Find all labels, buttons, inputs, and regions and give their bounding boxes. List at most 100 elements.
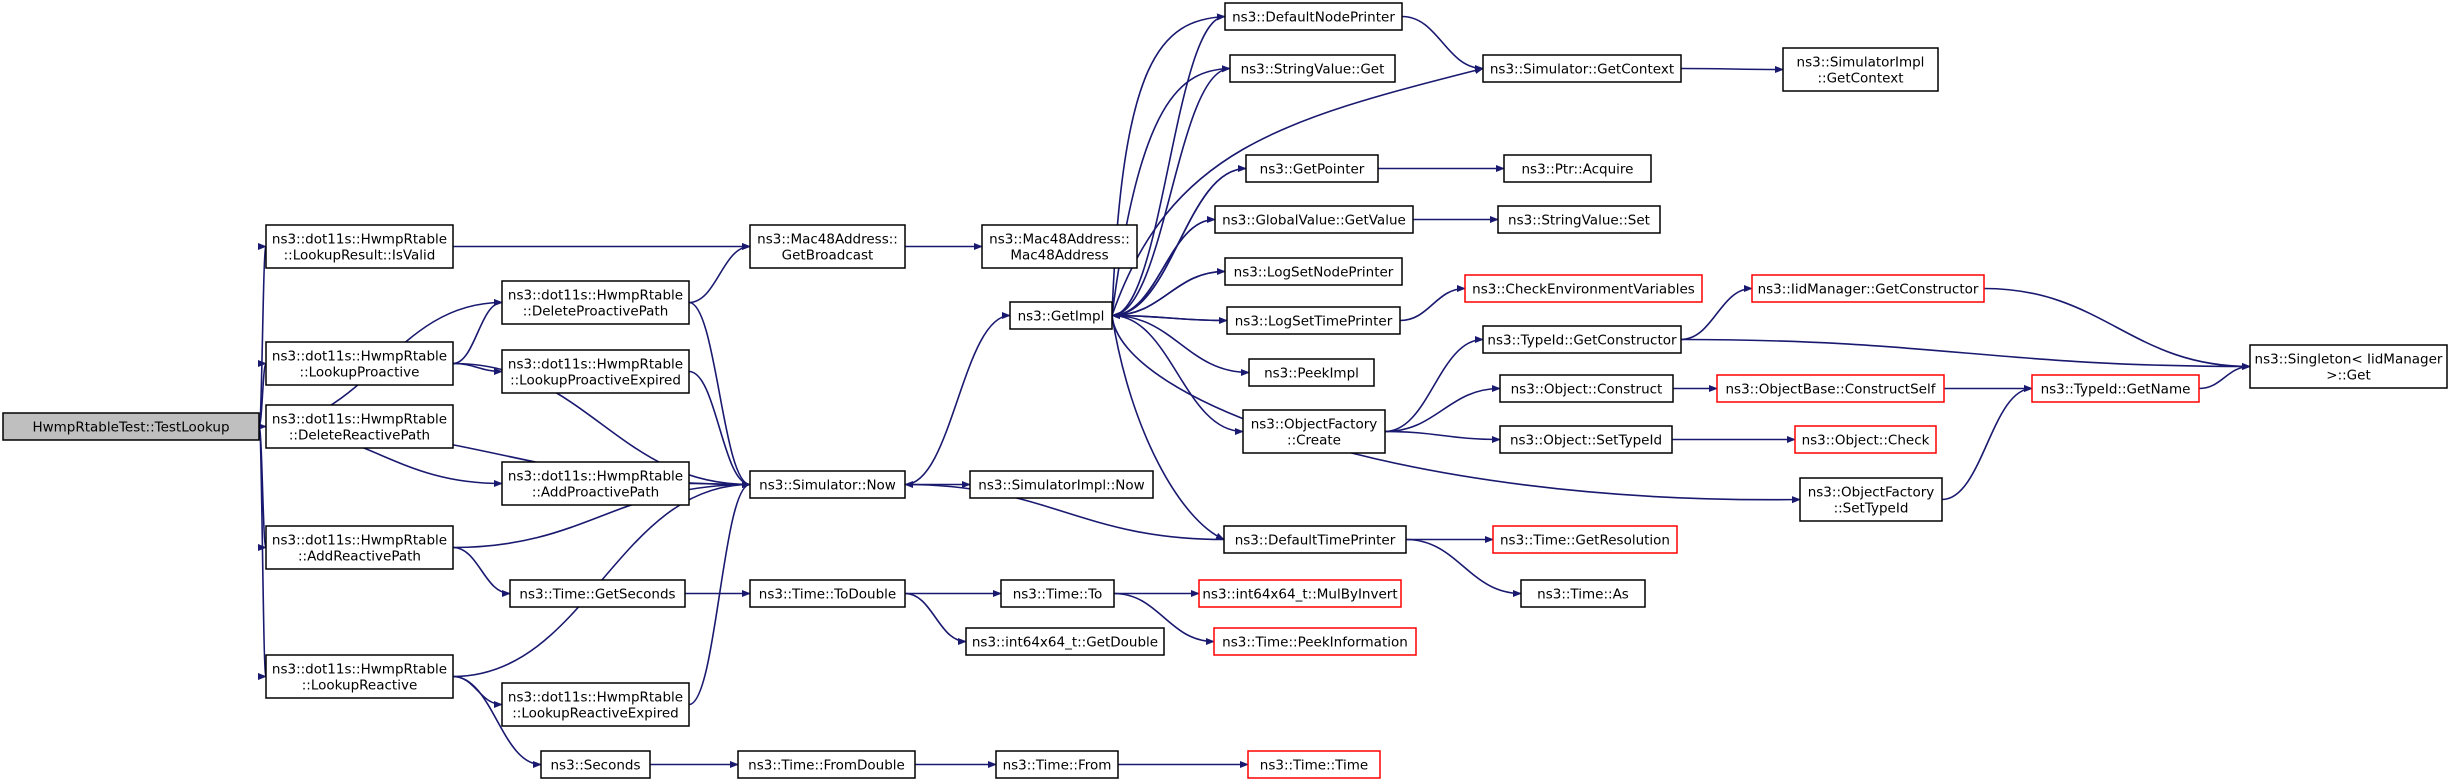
- edge-lookupproactiveexpired-now: [688, 370, 751, 489]
- node-box: [1000, 579, 1115, 608]
- node-getresolution[interactable]: ns3::Time::GetResolution: [1492, 525, 1678, 554]
- node-box: [501, 349, 690, 394]
- node-label: ns3::dot11s::HwmpRtable: [508, 357, 683, 373]
- node-defaulttimeprinter[interactable]: ns3::DefaultTimePrinter: [1223, 525, 1407, 554]
- node-typeidgetconstructor[interactable]: ns3::TypeId::GetConstructor: [1482, 325, 1682, 354]
- node-objectcheck[interactable]: ns3::Object::Check: [1794, 425, 1937, 454]
- node-box: [1499, 425, 1673, 454]
- edge-typeidgetname-singletonget: [2198, 362, 2251, 390]
- edge-defaultnodeprinter-getimpl: [1111, 15, 1226, 320]
- node-box: [501, 280, 690, 325]
- node-simimplgetcontext[interactable]: ns3::SimulatorImpl::GetContext: [1782, 47, 1939, 92]
- edge-logsettimeprinter-checkenv: [1399, 284, 1466, 322]
- node-getbroadcast[interactable]: ns3::Mac48Address::GetBroadcast: [749, 224, 906, 269]
- edge-simgetcontext-simimplgetcontext: [1680, 65, 1784, 74]
- node-objectfactorysettypeid[interactable]: ns3::ObjectFactory::SetTypeId: [1799, 477, 1943, 522]
- node-label: ns3::Object::Construct: [1511, 382, 1663, 398]
- node-stringvalueset[interactable]: ns3::StringValue::Set: [1497, 205, 1661, 234]
- edge-defaulttimeprinter-timeas: [1405, 538, 1522, 598]
- node-stringvalueget[interactable]: ns3::StringValue::Get: [1229, 54, 1396, 83]
- edge-lookupproactive-deleteproactive: [452, 298, 503, 365]
- node-getdouble[interactable]: ns3::int64x64_t::GetDouble: [965, 627, 1165, 656]
- node-box: [1482, 54, 1682, 83]
- node-box: [969, 470, 1154, 499]
- edge-typeidgetconstructor-iidgetconstructor: [1680, 284, 1753, 341]
- node-simimplnow[interactable]: ns3::SimulatorImpl::Now: [969, 470, 1154, 499]
- node-mulbyinvert[interactable]: ns3::int64x64_t::MulByInvert: [1198, 579, 1402, 608]
- node-box: [995, 750, 1119, 779]
- node-label: ns3::Simulator::Now: [759, 478, 896, 494]
- node-box: [1794, 425, 1937, 454]
- node-peekinformation[interactable]: ns3::Time::PeekInformation: [1213, 627, 1417, 656]
- node-label: ns3::LogSetNodePrinter: [1234, 265, 1394, 281]
- node-box: [749, 579, 906, 608]
- node-objectconstruct[interactable]: ns3::Object::Construct: [1499, 374, 1674, 403]
- node-label: ns3::Time::As: [1537, 587, 1629, 603]
- node-label: ::DeleteProactivePath: [523, 304, 669, 320]
- node-lookupproactiveexpired[interactable]: ns3::dot11s::HwmpRtable::LookupProactive…: [501, 349, 690, 394]
- node-box: [1503, 154, 1652, 183]
- node-lookupreactiveexpired[interactable]: ns3::dot11s::HwmpRtable::LookupReactiveE…: [501, 682, 690, 727]
- node-seconds[interactable]: ns3::Seconds: [540, 750, 651, 779]
- node-label: ns3::dot11s::HwmpRtable: [272, 412, 447, 428]
- node-timefrom[interactable]: ns3::Time::From: [995, 750, 1119, 779]
- node-deletereactive[interactable]: ns3::dot11s::HwmpRtable::DeleteReactiveP…: [265, 404, 454, 449]
- node-label: ns3::int64x64_t::MulByInvert: [1202, 587, 1397, 603]
- node-globalvalueget[interactable]: ns3::GlobalValue::GetValue: [1214, 205, 1414, 234]
- node-iidgetconstructor[interactable]: ns3::IidManager::GetConstructor: [1751, 274, 1985, 303]
- node-label: ns3::Time::ToDouble: [759, 587, 896, 603]
- edge-getimpl-objectfactorycreate: [1111, 314, 1244, 436]
- node-now[interactable]: ns3::Simulator::Now: [749, 470, 906, 499]
- node-box: [981, 224, 1138, 269]
- node-fromdouble[interactable]: ns3::Time::FromDouble: [737, 750, 916, 779]
- node-objectfactorycreate[interactable]: ns3::ObjectFactory::Create: [1242, 409, 1386, 454]
- node-label: ns3::DefaultNodePrinter: [1232, 10, 1395, 26]
- node-logsettimeprinter[interactable]: ns3::LogSetTimePrinter: [1226, 306, 1401, 335]
- node-mac48address[interactable]: ns3::Mac48Address::Mac48Address: [981, 224, 1138, 269]
- node-deleteproactive[interactable]: ns3::dot11s::HwmpRtable::DeleteProactive…: [501, 280, 690, 325]
- node-checkenv[interactable]: ns3::CheckEnvironmentVariables: [1464, 274, 1703, 303]
- node-defaultnodeprinter[interactable]: ns3::DefaultNodePrinter: [1224, 2, 1403, 31]
- node-typeidgetname[interactable]: ns3::TypeId::GetName: [2031, 374, 2200, 403]
- edge-logsettimeprinter-getimpl: [1111, 311, 1228, 322]
- node-box: [749, 224, 906, 269]
- node-box: [1751, 274, 1985, 303]
- node-label: ns3::Object::Check: [1802, 433, 1930, 449]
- node-label: ns3::Time::PeekInformation: [1222, 635, 1408, 651]
- node-singletonget[interactable]: ns3::Singleton< IidManager >::Get: [2249, 344, 2448, 389]
- edge-objectfactorycreate-objectsettypeid: [1384, 430, 1501, 444]
- node-label: ns3::IidManager::GetConstructor: [1758, 282, 1979, 298]
- node-todouble[interactable]: ns3::Time::ToDouble: [749, 579, 906, 608]
- node-logsetnodeprinter[interactable]: ns3::LogSetNodePrinter: [1224, 257, 1403, 286]
- node-label: ns3::Simulator::GetContext: [1490, 62, 1674, 78]
- node-box: [1247, 750, 1381, 779]
- edge-stringvalueget-getimpl: [1111, 67, 1231, 320]
- node-simgetcontext[interactable]: ns3::Simulator::GetContext: [1482, 54, 1682, 83]
- node-getimpl[interactable]: ns3::GetImpl: [1009, 301, 1113, 330]
- edge-addreactive-now: [452, 480, 751, 549]
- node-ptracquire[interactable]: ns3::Ptr::Acquire: [1503, 154, 1652, 183]
- node-addproactive[interactable]: ns3::dot11s::HwmpRtable::AddProactivePat…: [501, 461, 690, 506]
- edge-getimpl-objectfactorysettypeid: [1111, 315, 1801, 504]
- node-timeas[interactable]: ns3::Time::As: [1520, 579, 1646, 608]
- node-box: [1248, 358, 1375, 387]
- node-label: ::SetTypeId: [1834, 501, 1909, 517]
- node-label: ns3::Time::Time: [1260, 758, 1368, 774]
- node-label: ns3::PeekImpl: [1264, 366, 1359, 382]
- node-objectsettypeid[interactable]: ns3::Object::SetTypeId: [1499, 425, 1673, 454]
- node-isvalid[interactable]: ns3::dot11s::HwmpRtable::LookupResult::I…: [265, 224, 454, 269]
- node-addreactive[interactable]: ns3::dot11s::HwmpRtable::AddReactivePath: [265, 525, 454, 570]
- node-constructself[interactable]: ns3::ObjectBase::ConstructSelf: [1716, 374, 1945, 403]
- node-timeto[interactable]: ns3::Time::To: [1000, 579, 1115, 608]
- node-label: ns3::int64x64_t::GetDouble: [972, 635, 1158, 651]
- node-box: [1799, 477, 1943, 522]
- node-peekimpl[interactable]: ns3::PeekImpl: [1248, 358, 1375, 387]
- node-lookupreactive[interactable]: ns3::dot11s::HwmpRtable::LookupReactive: [265, 654, 454, 699]
- edge-iidgetconstructor-singletonget: [1983, 287, 2251, 371]
- node-lookupproactive[interactable]: ns3::dot11s::HwmpRtable::LookupProactive: [265, 341, 454, 386]
- node-timetime[interactable]: ns3::Time::Time: [1247, 750, 1381, 779]
- edge-lookupreactive-seconds: [452, 675, 542, 769]
- node-getseconds[interactable]: ns3::Time::GetSeconds: [509, 579, 686, 608]
- node-getpointer[interactable]: ns3::GetPointer: [1245, 154, 1379, 183]
